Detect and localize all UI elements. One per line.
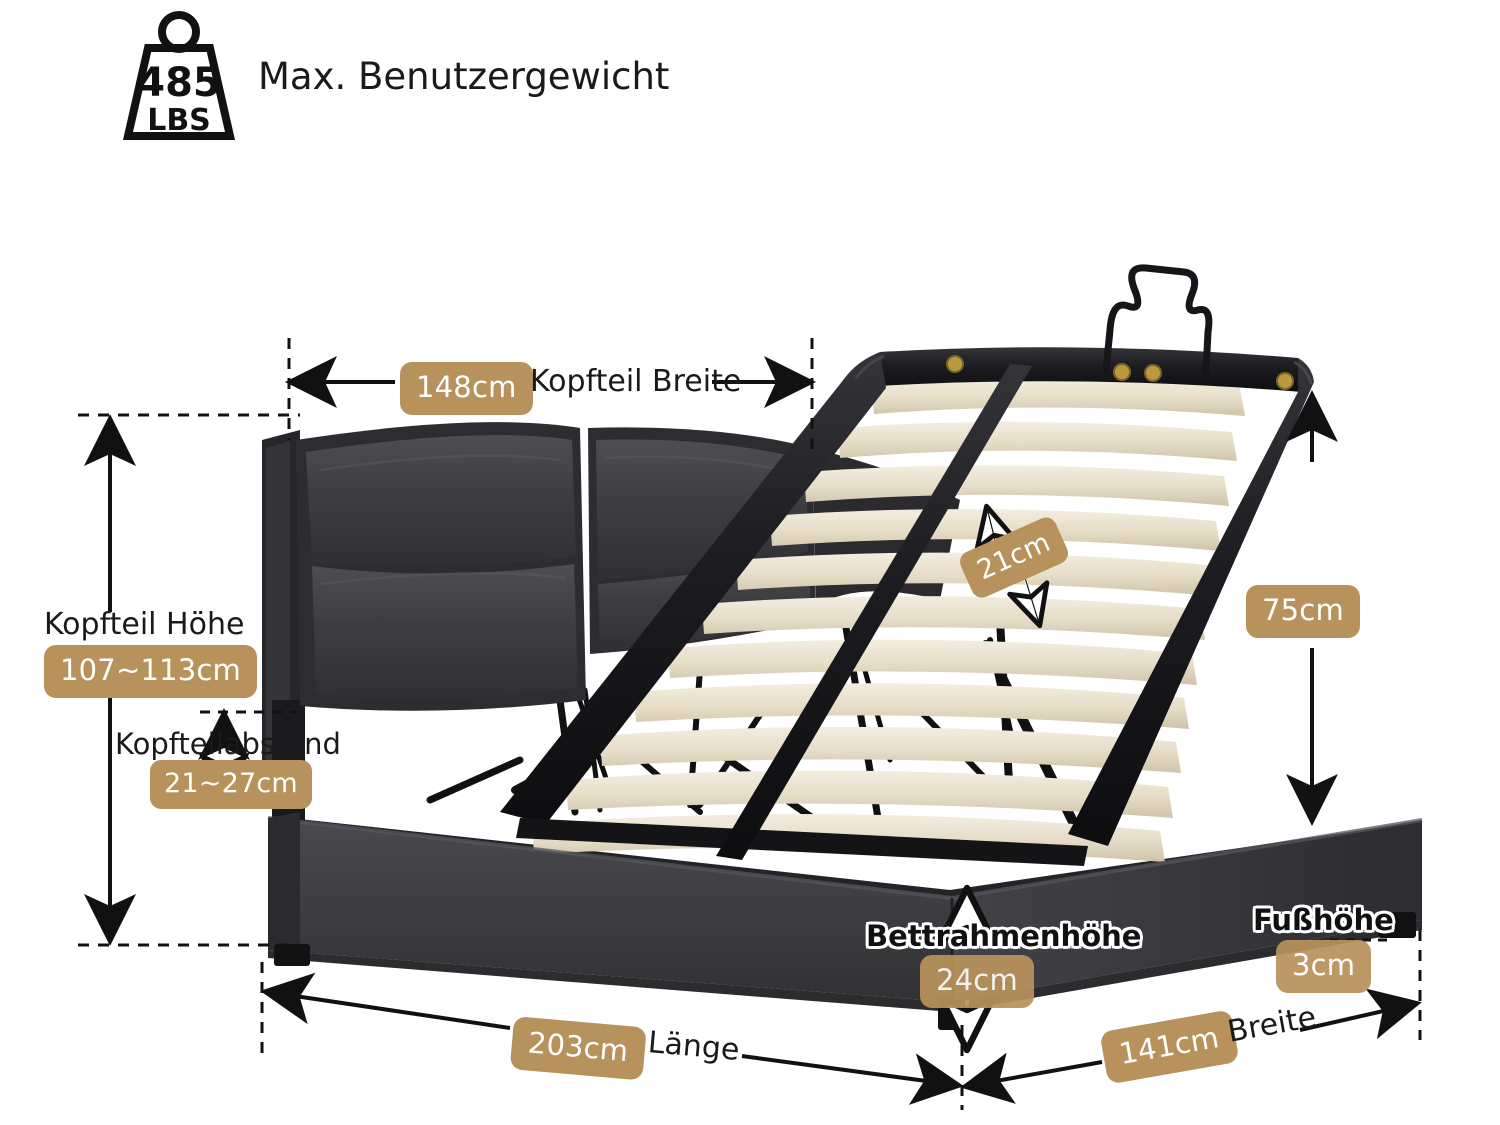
badge-headboard-width: 148cm: [400, 362, 533, 415]
bed-base-box: [267, 812, 1423, 1012]
arrow-length-left: [260, 972, 511, 1030]
arrow-width-left: [960, 1052, 1103, 1104]
label-headboard-height: Kopfteil Höhe: [44, 607, 245, 642]
label-frame-height: Bettrahmenhöhe: [866, 919, 1142, 953]
badge-headboard-height: 107~113cm: [44, 645, 257, 698]
label-length: Länge: [646, 1025, 741, 1068]
label-headboard-width: Kopfteil Breite: [530, 364, 742, 399]
slat-frame: [500, 347, 1314, 866]
label-foot-height: Fußhöhe: [1253, 903, 1394, 937]
label-headboard-gap: Kopfteilabstand: [115, 727, 341, 761]
badge-frame-height: 24cm: [920, 955, 1034, 1008]
badge-lift-height: 75cm: [1246, 585, 1360, 638]
arrow-length-right: [741, 1053, 964, 1105]
frame-screws: [946, 355, 1294, 390]
badge-foot-height: 3cm: [1276, 940, 1372, 993]
weight-icon: 485 LBS: [122, 11, 236, 140]
weight-unit: LBS: [147, 103, 211, 138]
slat-platform: [500, 264, 1314, 866]
max-weight-block: 485 LBS Max. Benutzergewicht: [118, 8, 669, 144]
arrow-width-right: [1299, 988, 1422, 1040]
max-weight-label: Max. Benutzergewicht: [258, 54, 670, 98]
lift-handle: [1102, 264, 1213, 376]
weight-value: 485: [137, 60, 221, 106]
headboard-cushion-left: [296, 422, 586, 711]
badge-headboard-gap: 21~27cm: [150, 760, 312, 809]
